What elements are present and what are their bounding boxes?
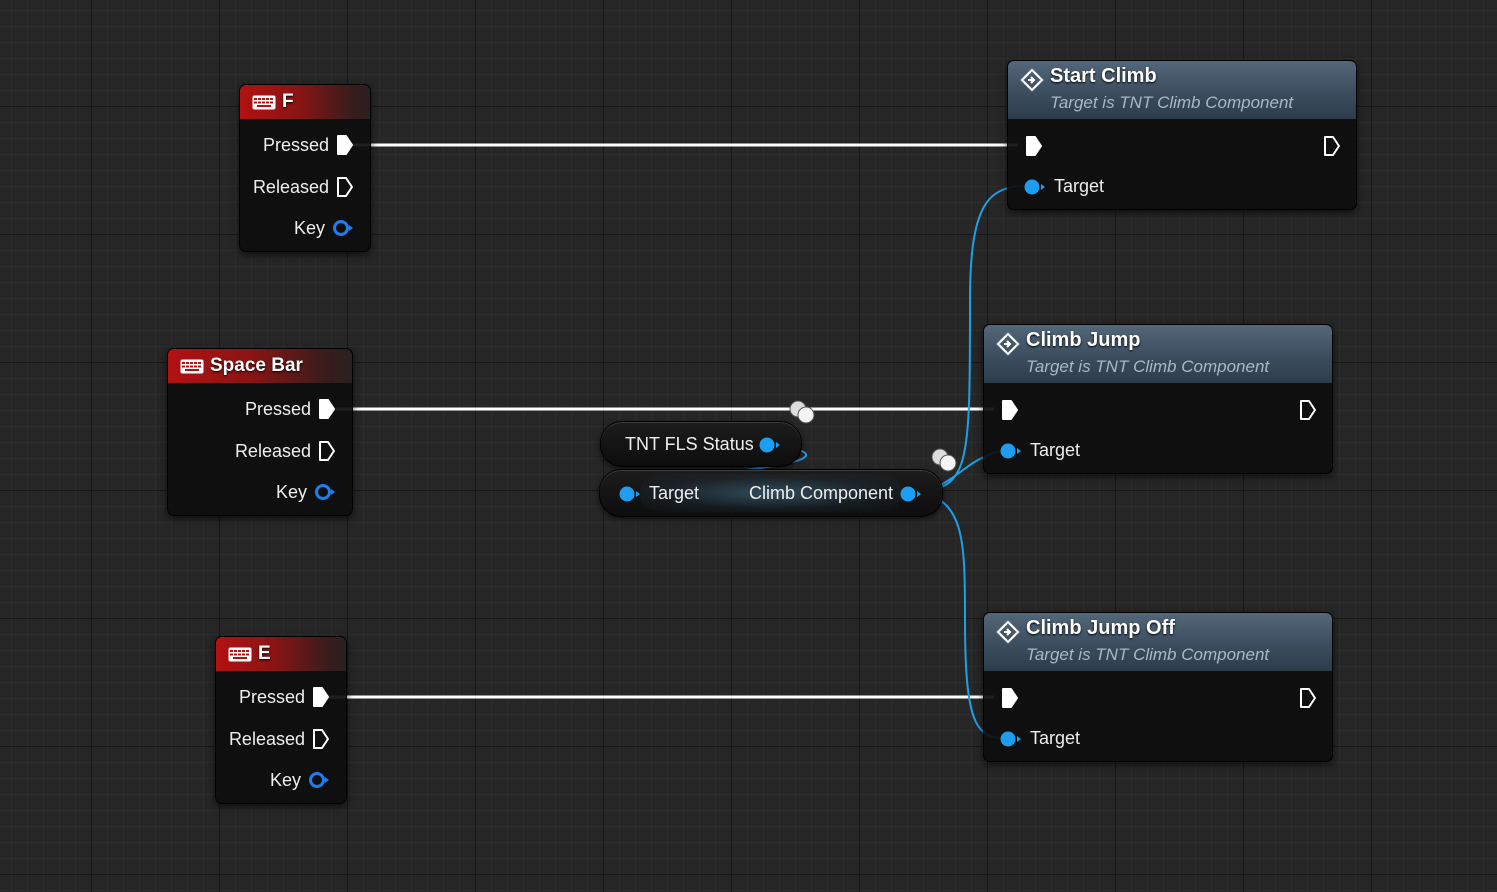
function-title: Start Climb — [1050, 65, 1157, 87]
keyboard-icon — [228, 647, 252, 661]
function-node-climb-jump[interactable]: Climb Jump Target is TNT Climb Component… — [983, 324, 1333, 474]
exec-pin-icon[interactable] — [318, 398, 336, 420]
function-icon — [996, 332, 1020, 356]
keyboard-icon — [180, 359, 204, 373]
event-node-space-bar[interactable]: Space Bar Pressed Released Key — [167, 348, 353, 516]
event-key-label: E — [258, 643, 271, 664]
function-node-climb-jump-off[interactable]: Climb Jump Off Target is TNT Climb Compo… — [983, 612, 1333, 762]
pin-label-released: Released — [234, 440, 311, 461]
exec-pin-icon[interactable] — [336, 134, 354, 156]
exec-out-pin-icon[interactable] — [1298, 399, 1318, 421]
object-pin-icon[interactable] — [618, 485, 642, 503]
pin-row-pressed: Pressed — [245, 396, 336, 422]
function-header-start-climb[interactable]: Start Climb Target is TNT Climb Componen… — [1008, 61, 1356, 119]
variable-label: TNT FLS Status — [625, 434, 754, 454]
exec-in-pin-icon[interactable] — [1024, 135, 1044, 157]
function-subtitle: Target is TNT Climb Component — [1026, 645, 1270, 664]
object-pin-icon[interactable] — [314, 483, 336, 501]
object-pin-icon[interactable] — [999, 730, 1023, 748]
function-header-climb-jump[interactable]: Climb Jump Target is TNT Climb Component — [984, 325, 1332, 383]
pin-row-released: Released — [235, 438, 336, 464]
getter-node-climb-component[interactable]: Target Climb Component — [599, 469, 943, 517]
variable-node-tnt-fls-status[interactable]: TNT FLS Status — [600, 421, 802, 467]
pin-label-pressed: Pressed — [244, 398, 311, 419]
object-pin-icon[interactable] — [332, 219, 354, 237]
pin-label-key: Key — [269, 769, 301, 790]
event-key-label: Space Bar — [210, 355, 303, 376]
pin-label-key: Key — [293, 217, 325, 238]
node-glow — [640, 474, 902, 512]
object-pin-icon[interactable] — [999, 442, 1023, 460]
pin-row-released: Released — [253, 174, 354, 200]
event-header-e[interactable]: E — [216, 637, 346, 671]
function-header-climb-jump-off[interactable]: Climb Jump Off Target is TNT Climb Compo… — [984, 613, 1332, 671]
function-node-start-climb[interactable]: Start Climb Target is TNT Climb Componen… — [1007, 60, 1357, 210]
keyboard-icon — [252, 95, 276, 109]
reroute-knot-object[interactable] — [930, 448, 960, 474]
pin-label-released: Released — [228, 728, 305, 749]
pin-row-key: Key — [294, 215, 354, 241]
pin-label-key: Key — [275, 481, 307, 502]
object-pin-icon[interactable] — [899, 485, 923, 503]
pin-label-pressed: Pressed — [262, 134, 329, 155]
object-pin-icon[interactable] — [758, 436, 782, 454]
reroute-knot-exec[interactable] — [788, 399, 818, 425]
exec-pin-icon[interactable] — [336, 176, 354, 198]
pin-row-released: Released — [229, 726, 330, 752]
getter-input-label: Target — [649, 483, 700, 503]
exec-out-pin-icon[interactable] — [1298, 687, 1318, 709]
pin-row-pressed: Pressed — [263, 132, 354, 158]
function-icon — [996, 620, 1020, 644]
pin-row-pressed: Pressed — [239, 684, 330, 710]
event-node-e[interactable]: E Pressed Released Key — [215, 636, 347, 804]
exec-in-pin-icon[interactable] — [1000, 687, 1020, 709]
event-node-f[interactable]: F Pressed Released Key — [239, 84, 371, 252]
function-subtitle: Target is TNT Climb Component — [1026, 357, 1270, 376]
event-header-f[interactable]: F — [240, 85, 370, 119]
exec-pin-icon[interactable] — [312, 686, 330, 708]
pin-label-pressed: Pressed — [238, 686, 305, 707]
exec-pin-icon[interactable] — [318, 440, 336, 462]
pin-row-key: Key — [270, 767, 330, 793]
exec-in-pin-icon[interactable] — [1000, 399, 1020, 421]
event-header-space-bar[interactable]: Space Bar — [168, 349, 352, 383]
event-key-label: F — [282, 91, 294, 112]
target-pin-label: Target — [1030, 440, 1081, 460]
target-pin-label: Target — [1054, 176, 1105, 196]
pin-label-released: Released — [252, 176, 329, 197]
function-title: Climb Jump — [1026, 329, 1141, 351]
target-pin-label: Target — [1030, 728, 1081, 748]
function-subtitle: Target is TNT Climb Component — [1050, 93, 1294, 112]
getter-output-label: Climb Component — [749, 483, 894, 503]
object-pin-icon[interactable] — [308, 771, 330, 789]
exec-out-pin-icon[interactable] — [1322, 135, 1342, 157]
object-pin-icon[interactable] — [1023, 178, 1047, 196]
pin-row-key: Key — [276, 479, 336, 505]
function-icon — [1020, 68, 1044, 92]
exec-pin-icon[interactable] — [312, 728, 330, 750]
function-title: Climb Jump Off — [1026, 617, 1175, 639]
